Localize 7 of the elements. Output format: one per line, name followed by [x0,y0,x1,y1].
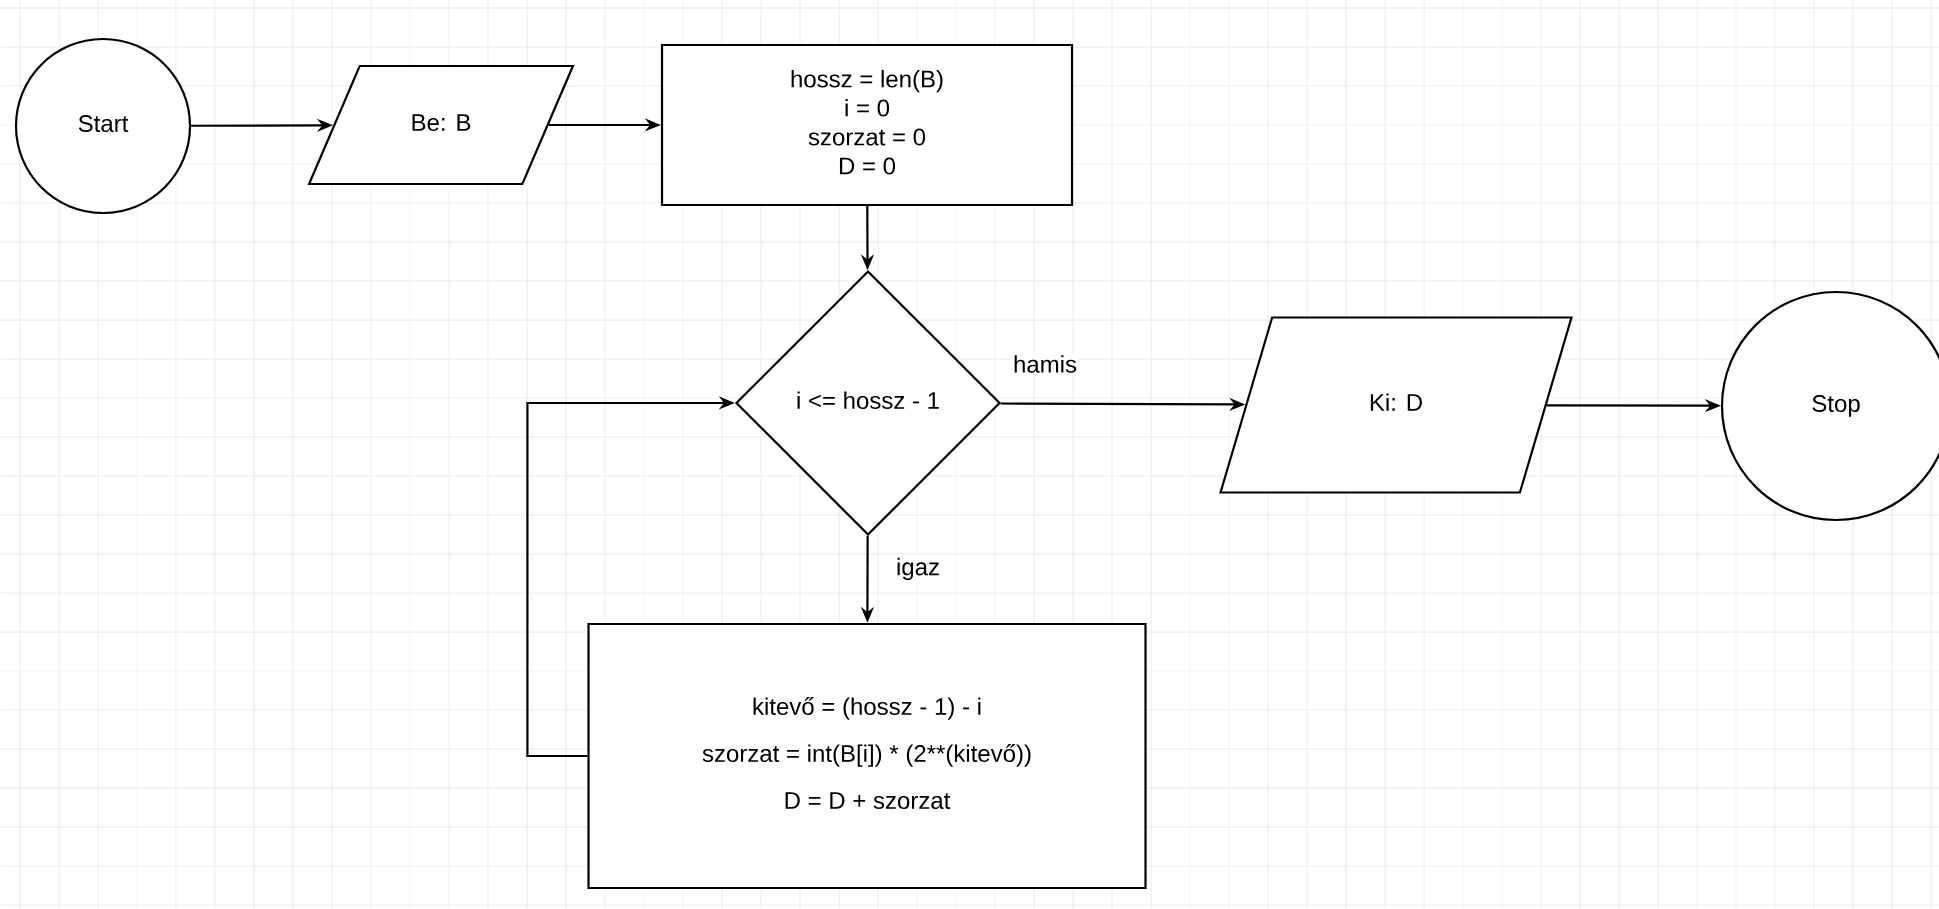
output-parallelogram: Ki: D [1219,316,1573,494]
edge-label: hamis [1011,353,1079,375]
process-box: hossz = len(B) i = 0 szorzat = 0 D = 0 [660,43,1074,207]
input-parallelogram: Be: B [307,64,575,186]
process-box: kitevő = (hossz - 1) - i szorzat = int(B[i]) * (2**(kitevő)) D = D + szorzat [587,622,1147,890]
node-label: Stop [1812,395,1860,417]
edge-label: igaz [894,555,943,583]
